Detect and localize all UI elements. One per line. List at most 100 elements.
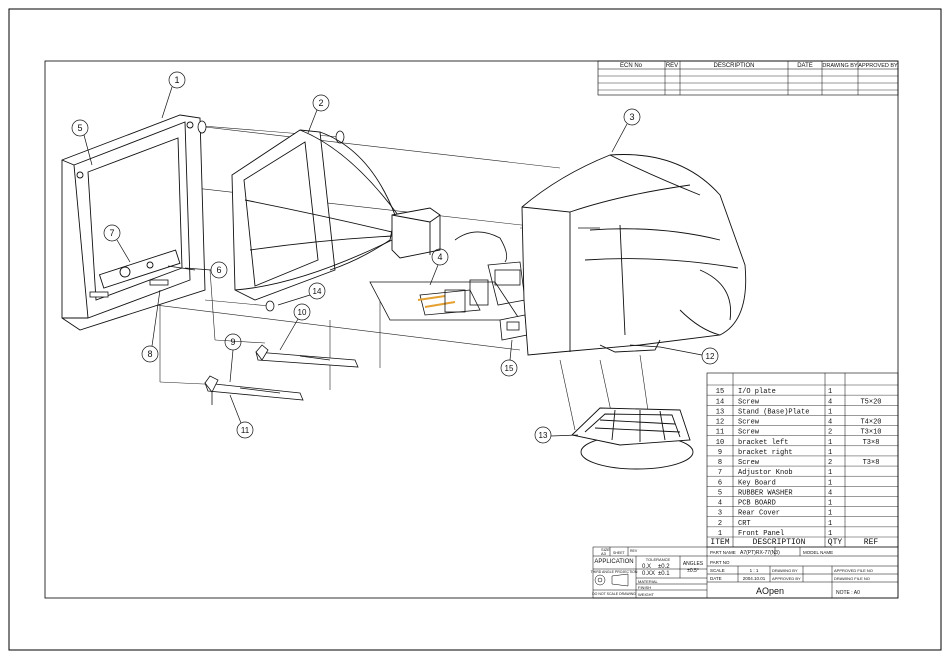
angles-value: ±0.5° <box>687 568 699 574</box>
balloon-14: 14 <box>313 287 322 296</box>
rev-header-date: DATE <box>797 63 813 69</box>
bom-item-description: Screw <box>738 429 760 437</box>
rev-header-drawing-by: DRAWING BY <box>822 63 858 69</box>
balloon-1: 1 <box>174 75 179 85</box>
bom-item-number: 11 <box>716 429 724 437</box>
rev-header-rev: REV <box>666 63 678 69</box>
balloon-5: 5 <box>77 123 82 133</box>
part-name-label: PART NAME <box>710 550 736 555</box>
bom-item-qty: 1 <box>828 439 832 447</box>
bom-item-description: PCB BOARD <box>738 500 776 508</box>
rev-header-approved-by: APPROVED BY <box>858 63 898 69</box>
title-block <box>592 546 899 599</box>
note-text: NOTE : A0 <box>836 590 860 596</box>
sheet-label: SHEET <box>613 551 626 555</box>
balloon-10: 10 <box>298 308 307 317</box>
bom-item-number: 1 <box>718 530 722 538</box>
tol-x-value: ±0.2 <box>658 564 670 570</box>
bom-item-number: 13 <box>716 408 724 416</box>
bom-item-number: 4 <box>718 500 722 508</box>
balloon-6: 6 <box>216 265 221 275</box>
bom-item-ref: T3×10 <box>860 429 881 437</box>
scale-label: SCALE <box>710 568 725 573</box>
bom-item-qty: 1 <box>828 479 832 487</box>
bom-item-number: 12 <box>716 419 724 427</box>
bom-item-ref: T3×8 <box>863 439 880 447</box>
drawing-by-label: DRAWING BY <box>772 568 798 573</box>
size-value: A3 <box>601 551 607 556</box>
size-label: SIZE <box>601 547 610 552</box>
bom-item-number: 14 <box>716 398 724 406</box>
bom-item-ref: T3×8 <box>863 459 880 467</box>
bom-item-description: Rear Cover <box>738 510 780 518</box>
bom-item-description: Stand (Base)Plate <box>738 408 809 416</box>
bom-item-qty: 2 <box>828 429 832 437</box>
front-panel-part <box>61 114 206 331</box>
bom-item-description: Adjustor Knob <box>738 469 793 477</box>
bom-item-description: bracket right <box>738 449 793 457</box>
bom-item-qty: 4 <box>828 419 832 427</box>
weight-label: WEIGHT <box>638 592 655 597</box>
part-name-value: A7(PT)RX-77(N3) <box>740 550 780 556</box>
date-label: DATE <box>710 576 722 581</box>
bom-item-qty: 1 <box>828 469 832 477</box>
rev-header-description: DESCRIPTION <box>713 63 754 69</box>
bom-item-description: CRT <box>738 520 751 528</box>
balloon-7: 7 <box>109 228 114 238</box>
revision-table: ECN No REV DESCRIPTION DATE DRAWING BY A… <box>597 60 899 96</box>
bom-item-number: 6 <box>718 479 722 487</box>
bom-header-qty: QTY <box>828 538 843 547</box>
bom-item-qty: 2 <box>828 459 832 467</box>
bom-header-item: ITEM <box>710 538 729 547</box>
bom-item-number: 10 <box>716 439 724 447</box>
bom-item-description: RUBBER WASHER <box>738 489 793 497</box>
bom-item-ref: T4×20 <box>860 419 881 427</box>
bom-item-description: Screw <box>738 398 760 406</box>
bom-item-description: bracket left <box>738 439 788 447</box>
bom-item-description: Front Panel <box>738 530 784 538</box>
approved-file-label: APPROVED FILE NO <box>834 568 873 573</box>
bom-item-number: 7 <box>718 469 722 477</box>
drawing-frame <box>44 60 899 599</box>
bom-item-description: Screw <box>738 459 760 467</box>
bom-item-qty: 1 <box>828 500 832 508</box>
rev-label: REV <box>630 549 638 553</box>
balloon-9: 9 <box>230 337 235 347</box>
bom-item-qty: 1 <box>828 449 832 457</box>
scale-value: 1 : 1 <box>750 568 759 573</box>
bom-item-number: 9 <box>718 449 722 457</box>
tol-x: 0.X <box>642 564 651 570</box>
bom-item-description: I/O plate <box>738 388 776 396</box>
part-no-label: PART NO <box>710 560 730 565</box>
material-label: MATERIAL <box>638 579 658 584</box>
part-balloons <box>71 71 719 444</box>
bom-item-qty: 4 <box>828 398 832 406</box>
bom-item-number: 5 <box>718 489 722 497</box>
bom-item-ref: T5×20 <box>860 398 881 406</box>
rev-header-ecn: ECN No <box>620 63 643 69</box>
bom-item-number: 3 <box>718 510 722 518</box>
balloon-11: 11 <box>241 426 250 435</box>
balloon-3: 3 <box>629 112 634 122</box>
balloon-15: 15 <box>505 364 514 373</box>
balloon-12: 12 <box>706 352 715 361</box>
bom-header-description: DESCRIPTION <box>753 538 806 547</box>
model-name-label: MODEL NAME <box>803 550 833 555</box>
pcb-board-part <box>369 231 526 321</box>
no-scale-label: DO NOT SCALE DRAWING <box>592 592 636 596</box>
angles-label: ANGLES <box>683 561 704 567</box>
title-block-text: SIZE A3 SHEET REV APPLICATION THIRD ANGL… <box>591 547 873 597</box>
balloon-4: 4 <box>437 252 442 262</box>
third-angle-label: THIRD ANGLE PROJECTION <box>591 570 638 574</box>
washer-parts <box>197 120 345 312</box>
bom-item-description: Screw <box>738 419 760 427</box>
balloon-8: 8 <box>147 349 152 359</box>
balloon-13: 13 <box>539 431 548 440</box>
drawing-file-label: DRAWING FILE NO <box>834 576 870 581</box>
bom-item-qty: 4 <box>828 489 832 497</box>
balloon-2: 2 <box>318 98 323 108</box>
stand-base-part <box>571 407 694 470</box>
rear-cover-part <box>521 154 747 356</box>
